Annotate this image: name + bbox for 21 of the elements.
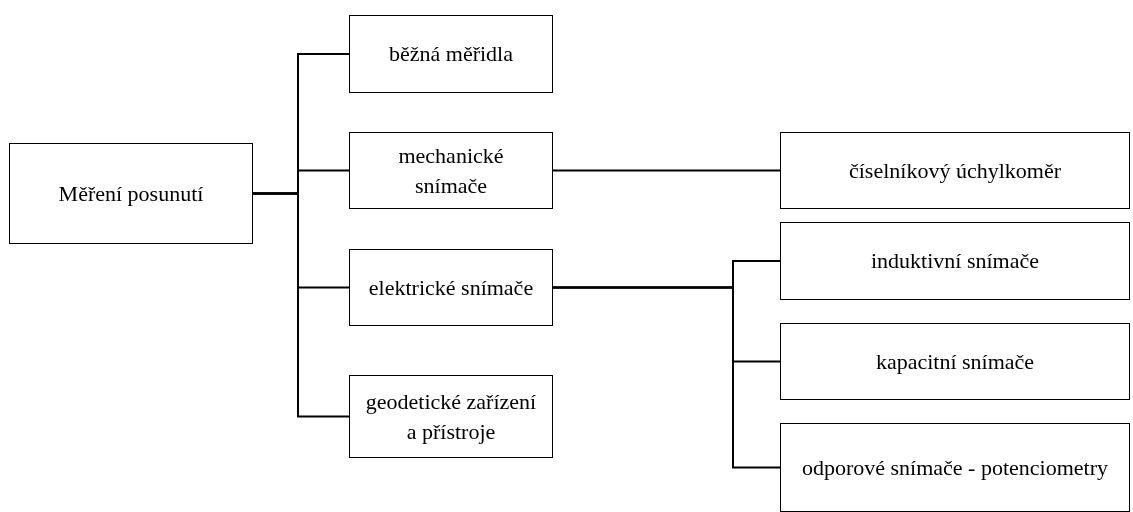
category-box (349, 132, 553, 209)
box-label: číselníkový úchylkoměr (849, 156, 1061, 185)
category-box (780, 132, 1130, 209)
category-box (349, 249, 553, 326)
connector-line (552, 169, 781, 172)
category-box (780, 423, 1130, 512)
category-box (349, 15, 553, 93)
box-label: odporové snímače - potenciometry (801, 453, 1109, 482)
box-label: běžná měřidla (389, 40, 513, 69)
category-box (9, 143, 253, 244)
box-label: Měření posunutí (58, 179, 204, 208)
box-label: kapacitní snímače (875, 347, 1035, 376)
box-label: elektrické snímače (368, 273, 534, 302)
connector-line (552, 286, 781, 469)
category-box (780, 222, 1130, 300)
box-label: mechanické snímače (397, 141, 505, 200)
connector-line (252, 192, 350, 418)
category-box (780, 323, 1130, 400)
box-label: geodetické zařízení a přístroje (364, 387, 538, 446)
box-label: induktivní snímače (871, 247, 1039, 276)
category-box (349, 375, 553, 458)
